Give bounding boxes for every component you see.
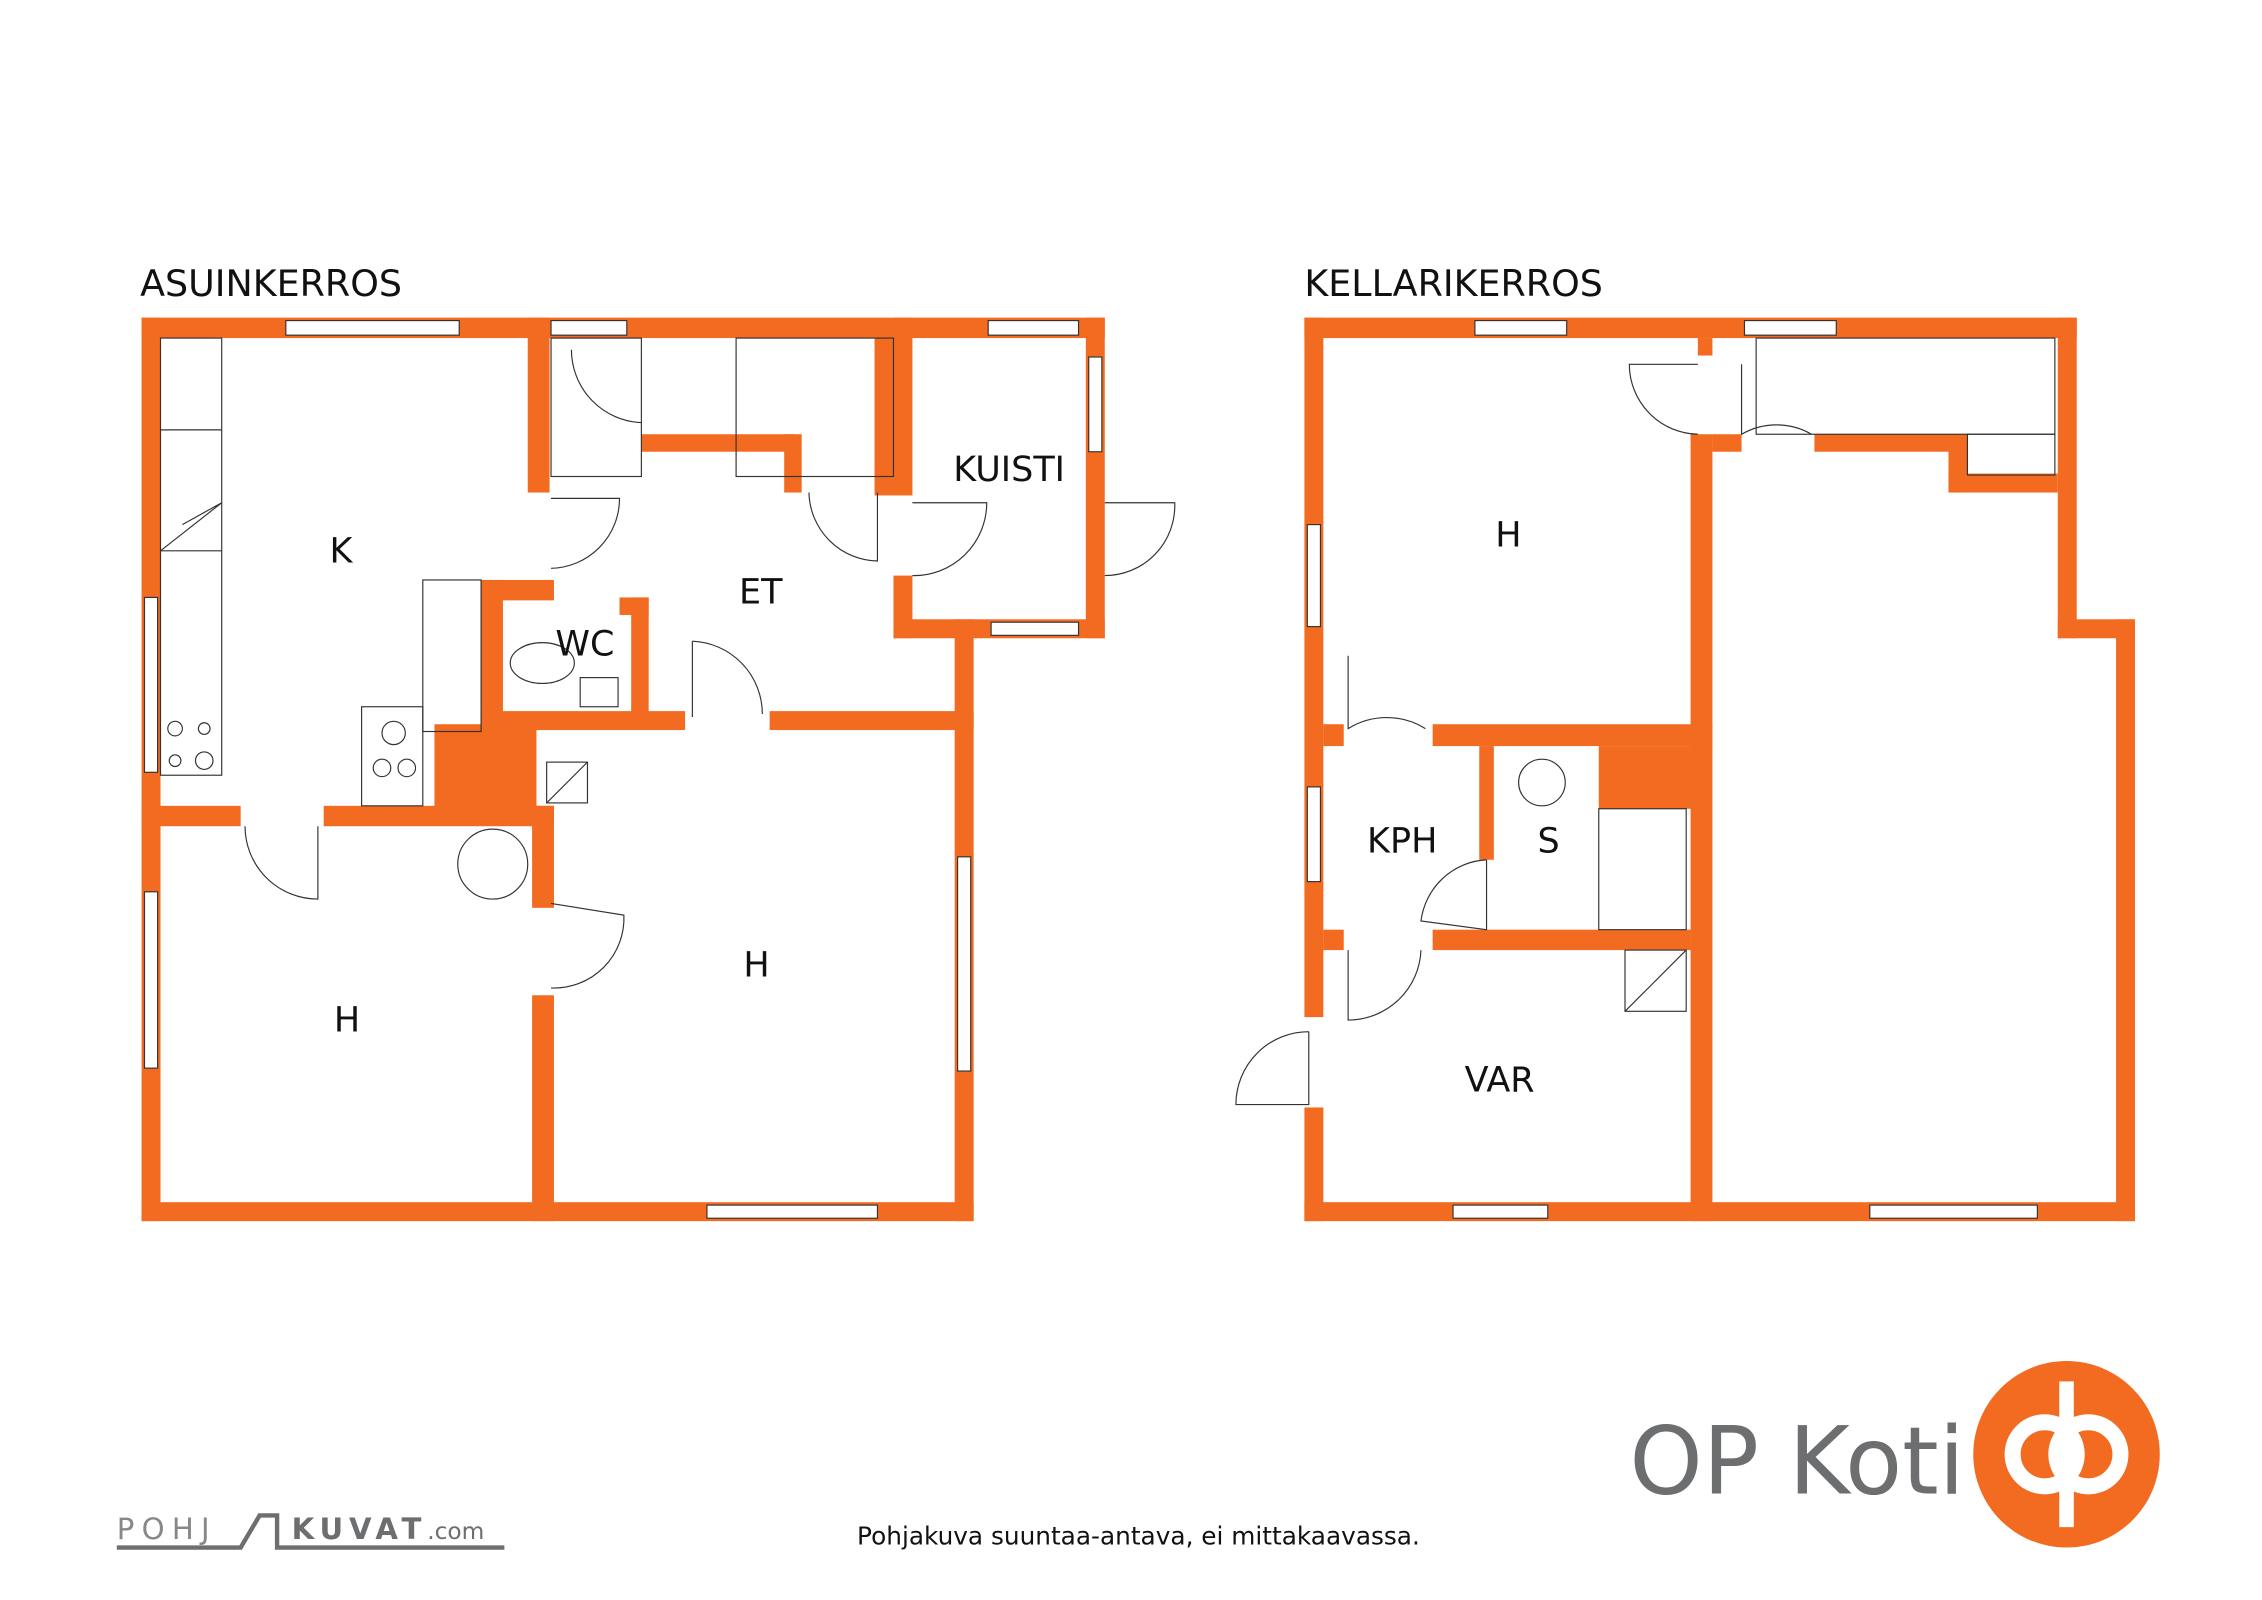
room-label: ET (739, 572, 783, 612)
plan-title: ASUINKERROS (140, 262, 402, 305)
room-label: VAR (1465, 1060, 1535, 1100)
disclaimer: Pohjakuva suuntaa-antava, ei mittakaavas… (857, 1522, 1420, 1551)
brand-name: OP Koti (1629, 1407, 1964, 1516)
op-logo-icon (1973, 1361, 2160, 1548)
pohjakuvat-logo: POHJ KUVAT.com (116, 1512, 505, 1550)
plan-title: KELLARIKERROS (1304, 262, 1602, 305)
svg-text:KUVAT.com: KUVAT.com (292, 1512, 485, 1546)
room-label: H (1495, 515, 1521, 555)
room-label: KUISTI (953, 450, 1065, 490)
asuinkerros-plan: ASUINKERROS (140, 262, 1176, 1222)
svg-text:POHJ: POHJ (117, 1512, 217, 1546)
room-label: S (1538, 821, 1560, 861)
room-label: WC (555, 625, 614, 665)
room-label: H (334, 1001, 360, 1041)
room-label: KPH (1367, 821, 1437, 861)
kellarikerros-plan: KELLARIKERROS (1235, 262, 2136, 1222)
room-label: K (330, 531, 354, 571)
room-label: H (743, 945, 769, 985)
